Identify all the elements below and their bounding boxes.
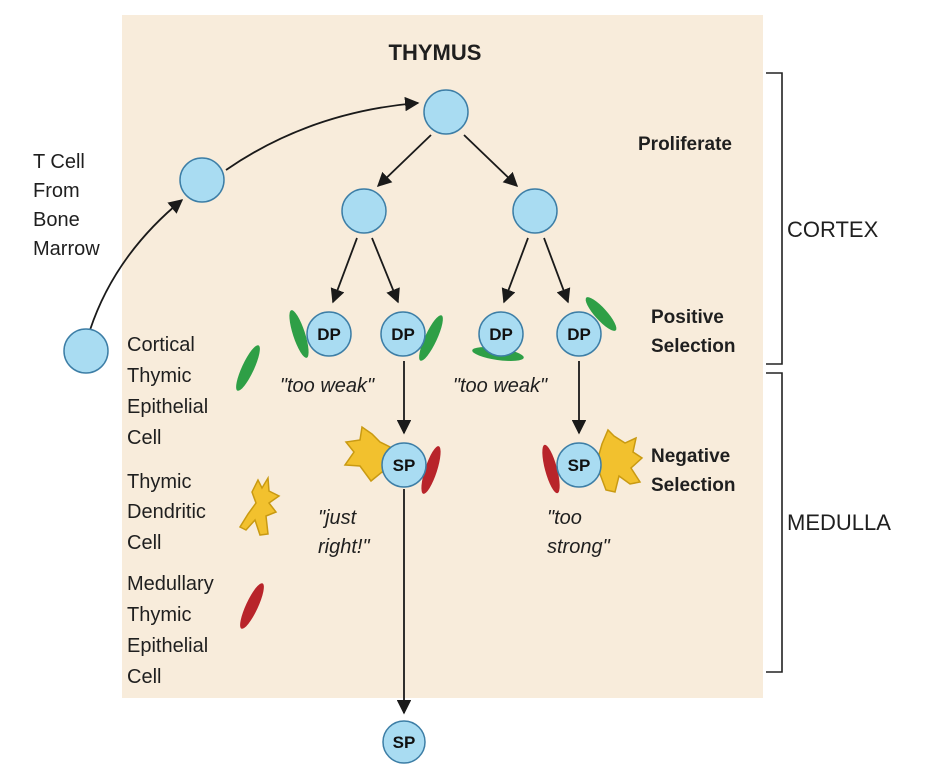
arrow-right-to-dp4 — [543, 237, 571, 304]
legend-cortical-line-1: Cortical — [127, 334, 195, 356]
cortical-epithelial-cell — [289, 310, 309, 358]
medulla-bracket — [766, 372, 783, 673]
legend-dendritic-line-2: Dendritic — [127, 501, 206, 523]
sp-cell-label: SP — [568, 456, 591, 475]
outcome-too-strong-line-2: strong" — [547, 536, 611, 558]
t-cell-proliferating-parent — [423, 89, 469, 135]
arrow-marrow-to-entry — [89, 199, 184, 331]
legend-cortical-cell-swatch — [236, 345, 260, 391]
arrow-entry-to-thymus — [225, 96, 420, 171]
legend-cortical-line-3: Epithelial — [127, 396, 208, 418]
origin-label-line-4: Marrow — [33, 238, 100, 260]
legend-medullary-line-3: Epithelial — [127, 635, 208, 657]
sp-cell-just-right — [381, 442, 427, 488]
outcome-just-right-line-1: "just — [318, 507, 358, 529]
sp-cell-too-strong — [556, 442, 602, 488]
legend-medullary-line-2: Thymic — [127, 604, 191, 626]
origin-label-line-1: T Cell — [33, 151, 85, 173]
proliferate-label: Proliferate — [638, 134, 732, 155]
t-cell-bone-marrow — [63, 328, 109, 374]
dp-cell-1 — [306, 311, 352, 357]
legend-dendritic-line-1: Thymic — [127, 471, 191, 493]
origin-label-line-2: From — [33, 180, 80, 202]
legend-medullary-line-1: Medullary — [127, 573, 214, 595]
t-cell-daughter-right — [512, 188, 558, 234]
t-cell-daughter-left — [341, 188, 387, 234]
negative-selection-label-2: Selection — [651, 475, 735, 496]
negative-selection-label: Negative — [651, 446, 730, 467]
cortex-bracket — [766, 72, 783, 365]
legend-medullary-line-4: Cell — [127, 666, 161, 688]
medullary-epithelial-cell — [421, 446, 441, 494]
arrow-right-to-dp3 — [501, 237, 529, 304]
arrow-left-to-dp2 — [371, 237, 400, 304]
positive-selection-label: Positive — [651, 307, 724, 328]
dp-cell-label: DP — [391, 325, 415, 344]
thymic-dendritic-cell — [597, 428, 644, 493]
dp-cell-2 — [380, 311, 426, 357]
arrow-split-left — [376, 134, 432, 187]
dp-cell-label: DP — [567, 325, 591, 344]
origin-label-line-3: Bone — [33, 209, 80, 231]
legend-cortical-line-4: Cell — [127, 427, 161, 449]
cortical-epithelial-cell — [419, 315, 443, 361]
legend-dendritic-cell-swatch — [238, 475, 281, 536]
cortical-epithelial-cell — [585, 297, 617, 331]
dp-cell-3 — [478, 311, 524, 357]
legend-medullary-cell-swatch — [240, 583, 264, 629]
outcome-too-strong-line-1: "too — [547, 507, 582, 529]
arrow-split-right — [463, 134, 519, 187]
legend-cortical-line-2: Thymic — [127, 365, 191, 387]
t-cell-thymus-entry — [179, 157, 225, 203]
positive-selection-label-2: Selection — [651, 336, 735, 357]
dp-cell-label: DP — [317, 325, 341, 344]
dp-cell-label: DP — [489, 325, 513, 344]
medullary-epithelial-cell — [542, 444, 560, 494]
sp-cell-label: SP — [393, 733, 416, 752]
outcome-too-weak-left: "too weak" — [280, 375, 375, 397]
legend-dendritic-line-3: Cell — [127, 532, 161, 554]
cortex-label: CORTEX — [787, 217, 879, 242]
dp-cell-4 — [556, 311, 602, 357]
arrow-left-to-dp1 — [330, 237, 358, 304]
sp-cell-exported — [382, 720, 426, 764]
outcome-just-right-line-2: right!" — [318, 536, 370, 558]
outcome-too-weak-right: "too weak" — [453, 375, 548, 397]
medulla-label: MEDULLA — [787, 510, 891, 535]
thymus-title: THYMUS — [389, 40, 482, 65]
sp-cell-label: SP — [393, 456, 416, 475]
